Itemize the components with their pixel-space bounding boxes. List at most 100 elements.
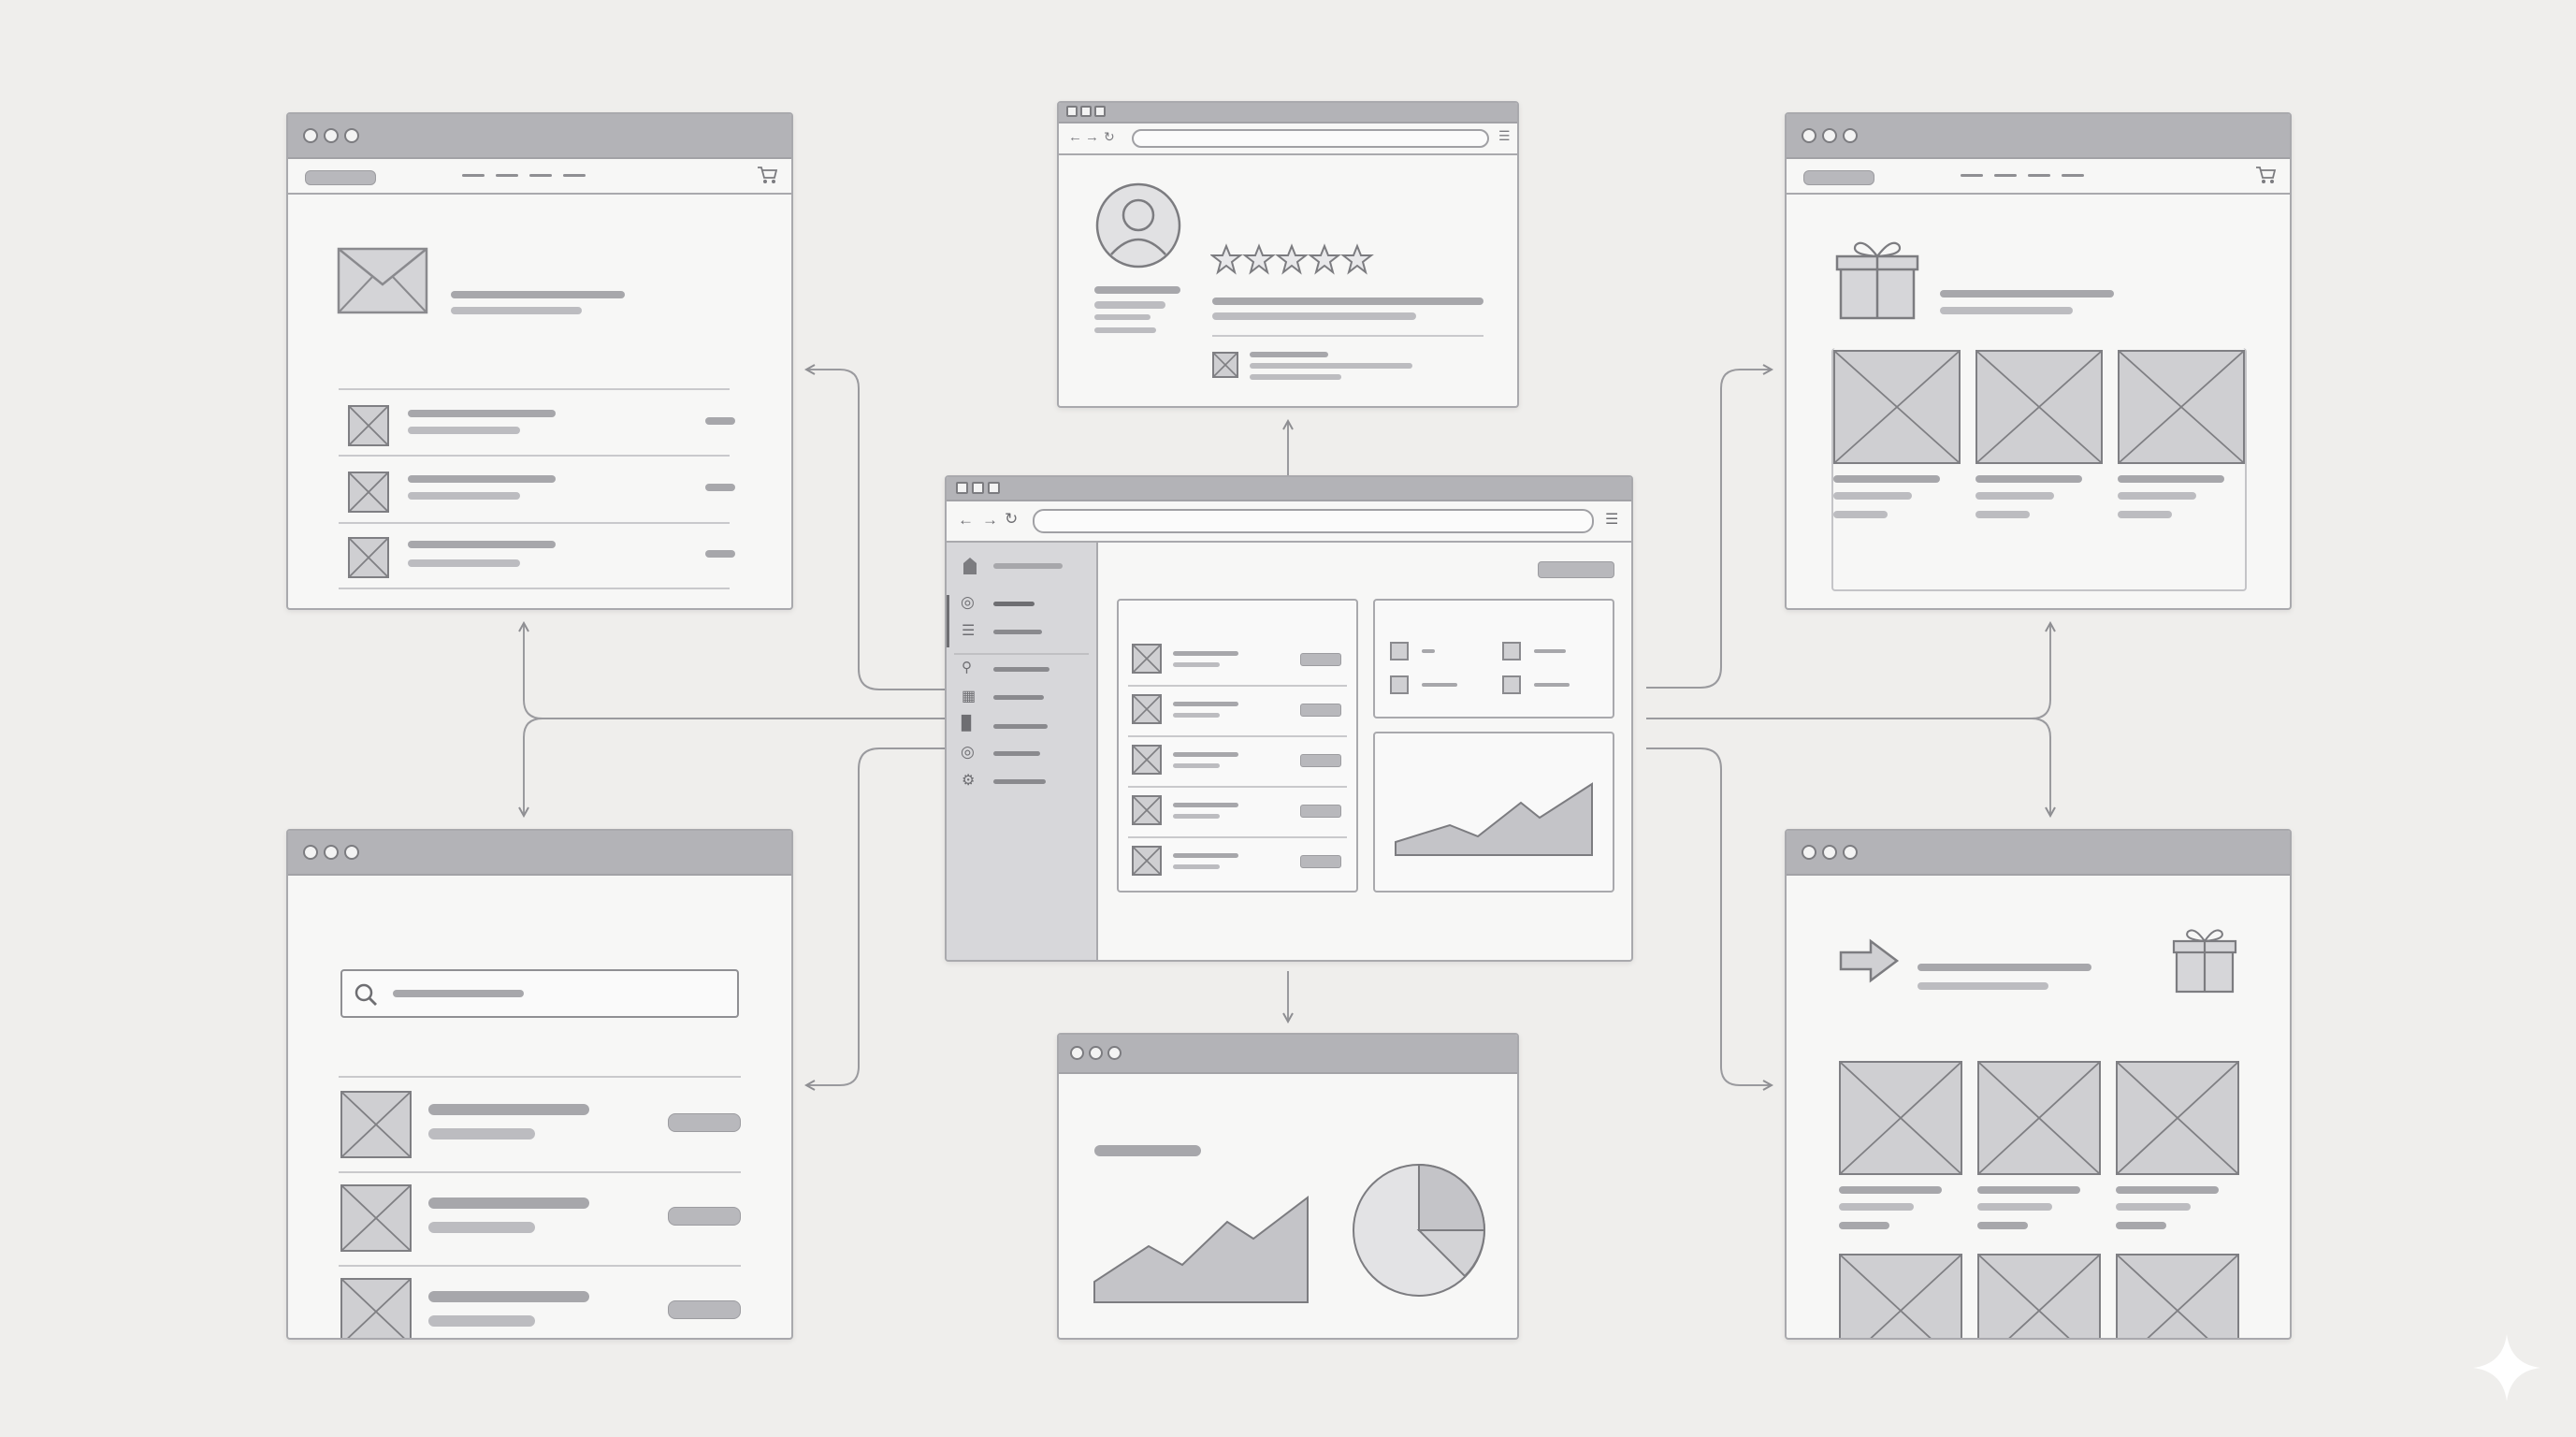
result-title <box>428 1291 589 1302</box>
nav-link[interactable] <box>563 174 586 177</box>
logo-placeholder[interactable] <box>1803 170 1874 185</box>
browser-toolbar: ← → ↻ ☰ <box>1059 123 1517 155</box>
list-icon[interactable]: ☰ <box>962 623 976 639</box>
row-title <box>1173 803 1238 807</box>
user-icon[interactable]: ⚲ <box>962 660 972 675</box>
window-dot[interactable] <box>344 845 359 860</box>
product-image-placeholder[interactable] <box>1833 350 1961 464</box>
row-subtitle <box>1173 864 1220 869</box>
star-icon <box>1275 243 1309 275</box>
row-button[interactable] <box>1300 805 1341 818</box>
search-input[interactable] <box>340 969 739 1018</box>
home-icon[interactable] <box>962 556 978 576</box>
nav-link[interactable] <box>2028 174 2050 177</box>
dashboard-window: ← → ↻ ☰ ◎ ☰ ⚲ ▦ ▉ ◎ ⚙ <box>945 475 1633 962</box>
cart-icon[interactable] <box>756 165 778 185</box>
window-dot[interactable] <box>1107 1046 1122 1060</box>
profile-review-window: ← → ↻ ☰ <box>1057 101 1519 408</box>
window-dot[interactable] <box>1802 845 1816 860</box>
forward-icon[interactable]: → <box>982 511 998 529</box>
star-icon <box>1308 243 1341 275</box>
sidebar-item[interactable] <box>993 724 1048 729</box>
sidebar-item[interactable] <box>993 667 1049 672</box>
text-line <box>1940 290 2114 298</box>
window-dot[interactable] <box>344 128 359 143</box>
forward-icon[interactable]: → <box>1085 129 1099 145</box>
arrow-right-icon <box>1839 938 1900 983</box>
stat-swatch <box>1502 642 1521 660</box>
text-line <box>451 291 625 298</box>
result-button[interactable] <box>668 1113 741 1132</box>
product-title <box>2118 475 2224 483</box>
address-bar[interactable] <box>1132 129 1489 148</box>
action-button[interactable] <box>1538 561 1614 578</box>
result-button[interactable] <box>668 1207 741 1226</box>
sidebar-item[interactable] <box>993 751 1040 756</box>
window-dot[interactable] <box>1822 845 1837 860</box>
globe-icon[interactable]: ◎ <box>961 593 975 611</box>
sidebar-item[interactable] <box>993 602 1035 606</box>
product-image-placeholder[interactable] <box>1977 1254 2101 1338</box>
window-dot[interactable] <box>1843 128 1858 143</box>
cart-icon[interactable] <box>2254 165 2277 185</box>
nav-link[interactable] <box>1961 174 1983 177</box>
product-image-placeholder[interactable] <box>2118 350 2245 464</box>
window-dot[interactable] <box>1802 128 1816 143</box>
sparkle-icon <box>2473 1334 2540 1401</box>
nav-link[interactable] <box>462 174 485 177</box>
nav-link[interactable] <box>529 174 552 177</box>
window-titlebar <box>288 114 791 159</box>
sidebar-item[interactable] <box>993 695 1044 700</box>
row-button[interactable] <box>1300 754 1341 767</box>
window-dot[interactable] <box>1066 106 1078 117</box>
window-dot[interactable] <box>303 128 318 143</box>
window-dot[interactable] <box>303 845 318 860</box>
window-dot[interactable] <box>1070 1046 1084 1060</box>
window-dot[interactable] <box>1094 106 1106 117</box>
window-dot[interactable] <box>324 845 339 860</box>
nav-link[interactable] <box>496 174 518 177</box>
product-image-placeholder[interactable] <box>1839 1061 1962 1175</box>
row-title <box>408 475 556 483</box>
settings-icon[interactable]: ⚙ <box>962 773 976 789</box>
logo-placeholder[interactable] <box>305 170 376 185</box>
window-dot[interactable] <box>1843 845 1858 860</box>
sidebar-item[interactable] <box>993 779 1046 784</box>
product-image-placeholder[interactable] <box>2116 1061 2239 1175</box>
menu-icon[interactable]: ☰ <box>1605 512 1619 528</box>
back-icon[interactable]: ← <box>1068 129 1082 145</box>
window-dot[interactable] <box>324 128 339 143</box>
globe-icon[interactable]: ◎ <box>961 743 975 761</box>
product-image-placeholder[interactable] <box>1975 350 2103 464</box>
row-button[interactable] <box>1300 704 1341 717</box>
row-button[interactable] <box>1300 855 1341 868</box>
chart-icon[interactable]: ▉ <box>962 716 973 732</box>
table-icon[interactable]: ▦ <box>962 689 977 704</box>
product-image-placeholder[interactable] <box>2116 1254 2239 1338</box>
reload-icon[interactable]: ↻ <box>1104 129 1115 144</box>
window-dot[interactable] <box>956 482 968 494</box>
nav-link[interactable] <box>1994 174 2017 177</box>
row-button[interactable] <box>1300 653 1341 666</box>
window-dot[interactable] <box>972 482 984 494</box>
reload-icon[interactable]: ↻ <box>1005 510 1019 528</box>
nav-link[interactable] <box>2062 174 2084 177</box>
stats-card <box>1373 599 1614 718</box>
promo-products-window <box>1785 829 2292 1340</box>
back-icon[interactable]: ← <box>958 511 974 529</box>
window-dot[interactable] <box>1822 128 1837 143</box>
window-titlebar <box>1787 831 2290 876</box>
product-image-placeholder[interactable] <box>1977 1061 2101 1175</box>
sidebar-item[interactable] <box>993 630 1042 634</box>
window-dot[interactable] <box>988 482 1000 494</box>
divider <box>1128 735 1347 737</box>
rating-stars[interactable] <box>1210 243 1379 277</box>
stat-label <box>1534 683 1570 687</box>
window-dot[interactable] <box>1089 1046 1103 1060</box>
address-bar[interactable] <box>1033 509 1594 533</box>
product-image-placeholder[interactable] <box>1839 1254 1962 1338</box>
window-dot[interactable] <box>1080 106 1092 117</box>
menu-icon[interactable]: ☰ <box>1498 128 1511 143</box>
thumbnail-placeholder <box>348 472 389 513</box>
result-button[interactable] <box>668 1300 741 1319</box>
